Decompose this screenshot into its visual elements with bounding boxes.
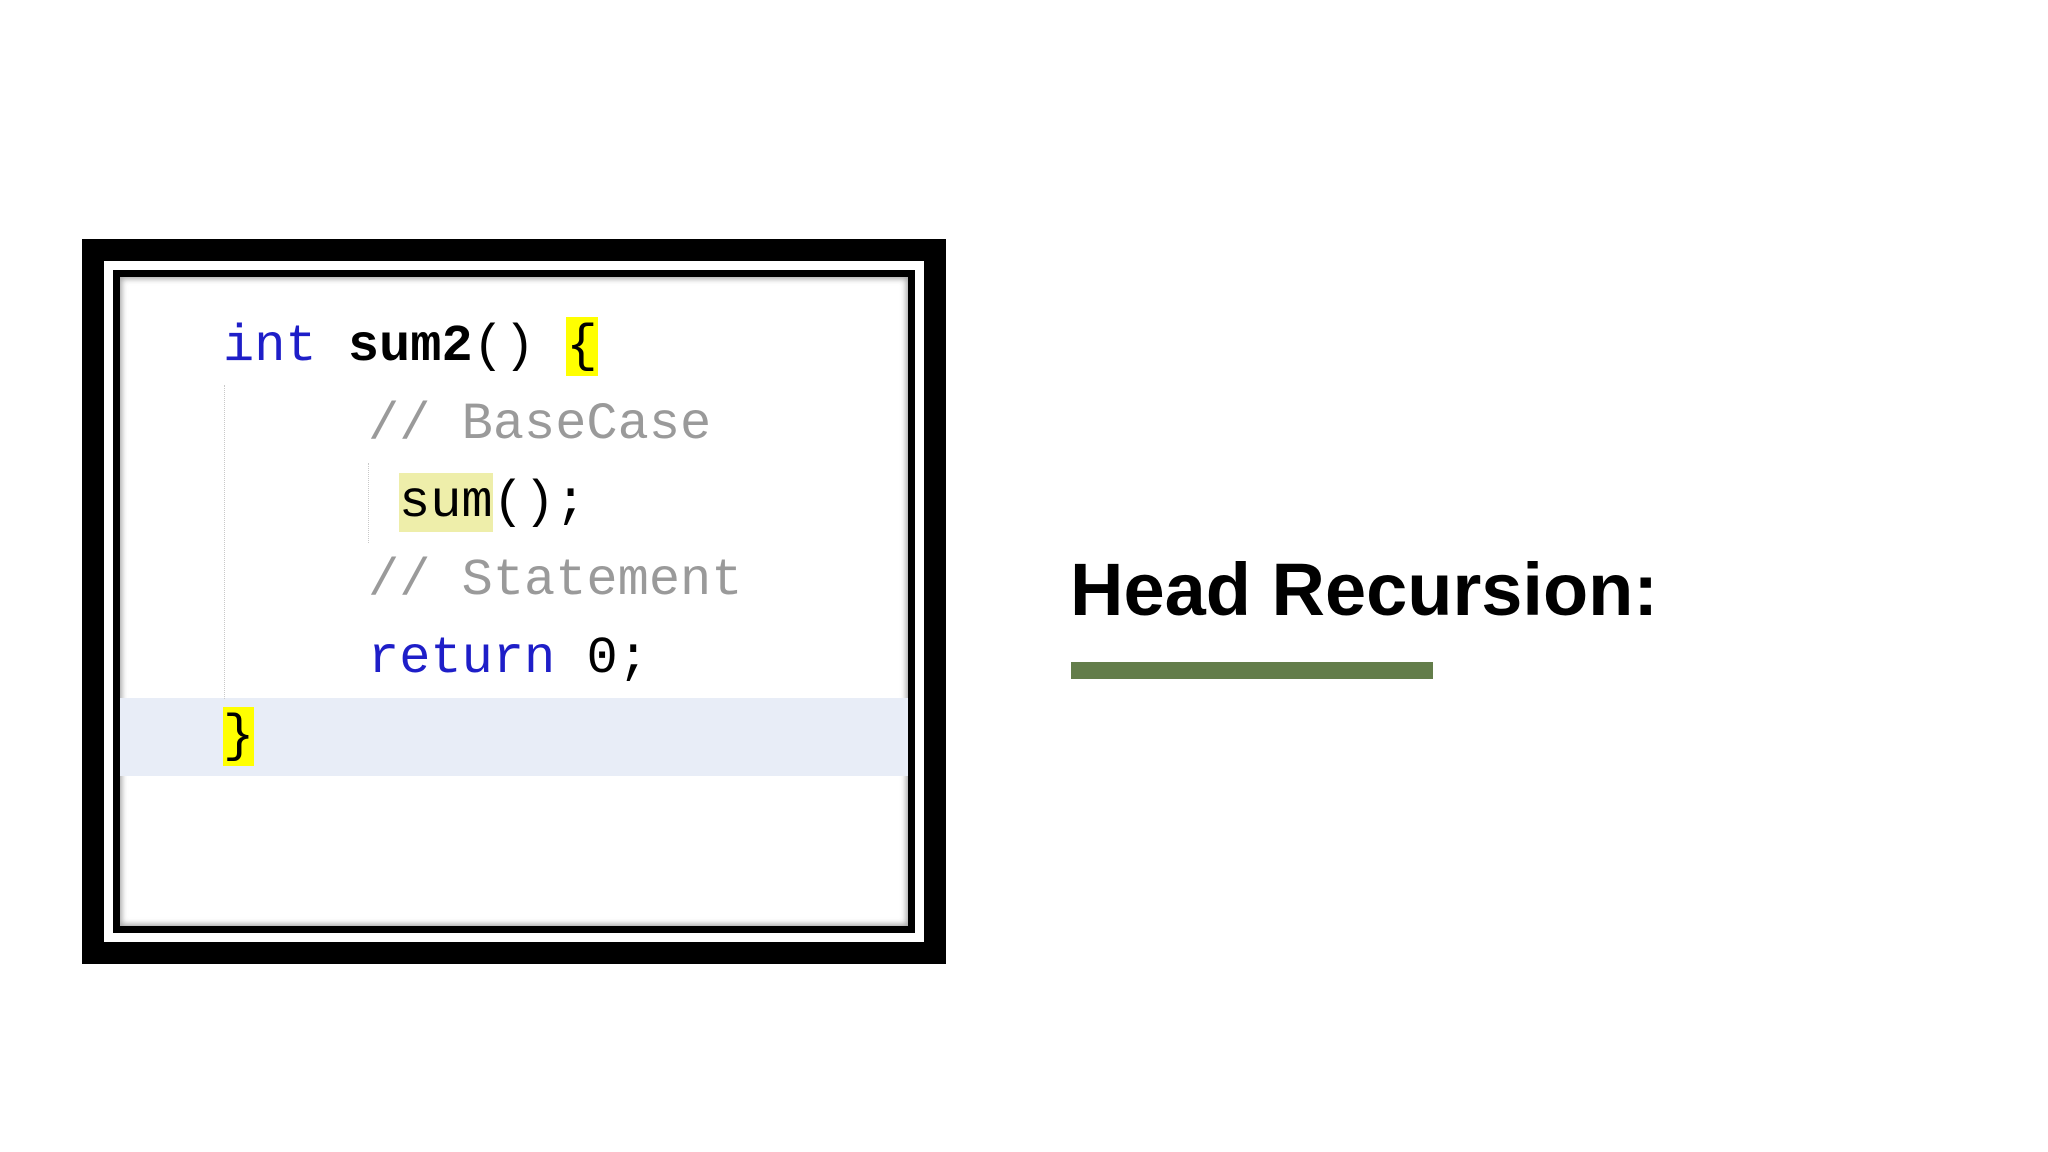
title-underline [1071, 662, 1433, 679]
frame-inner-border: int sum2() { // BaseCase sum(); // State… [113, 270, 915, 933]
recursive-call: sum [399, 473, 493, 532]
slide-title: Head Recursion: [1070, 548, 1659, 631]
comment-basecase: // BaseCase [368, 395, 712, 454]
close-brace: } [223, 707, 255, 766]
indent-guide [368, 463, 369, 543]
code-line-return: return 0; [368, 620, 649, 698]
code-line-close: } [223, 698, 255, 776]
code-line-comment-basecase: // BaseCase [368, 386, 711, 464]
open-brace: { [566, 317, 598, 376]
code-snippet: int sum2() { // BaseCase sum(); // State… [120, 277, 908, 926]
keyword-return: return [368, 629, 556, 688]
keyword-int: int [223, 317, 317, 376]
code-line-comment-statement: // Statement [368, 542, 742, 620]
indent-guide [224, 385, 225, 699]
code-image-frame: int sum2() { // BaseCase sum(); // State… [82, 239, 946, 964]
frame-gap: int sum2() { // BaseCase sum(); // State… [104, 261, 924, 942]
code-line-recursive-call: sum(); [399, 464, 586, 542]
return-value: 0; [586, 629, 649, 688]
parameter-parens: () [472, 317, 536, 376]
function-name: sum2 [347, 317, 473, 376]
code-line-signature: int sum2() { [223, 308, 598, 386]
comment-statement: // Statement [368, 551, 743, 610]
call-parens: (); [492, 473, 587, 532]
